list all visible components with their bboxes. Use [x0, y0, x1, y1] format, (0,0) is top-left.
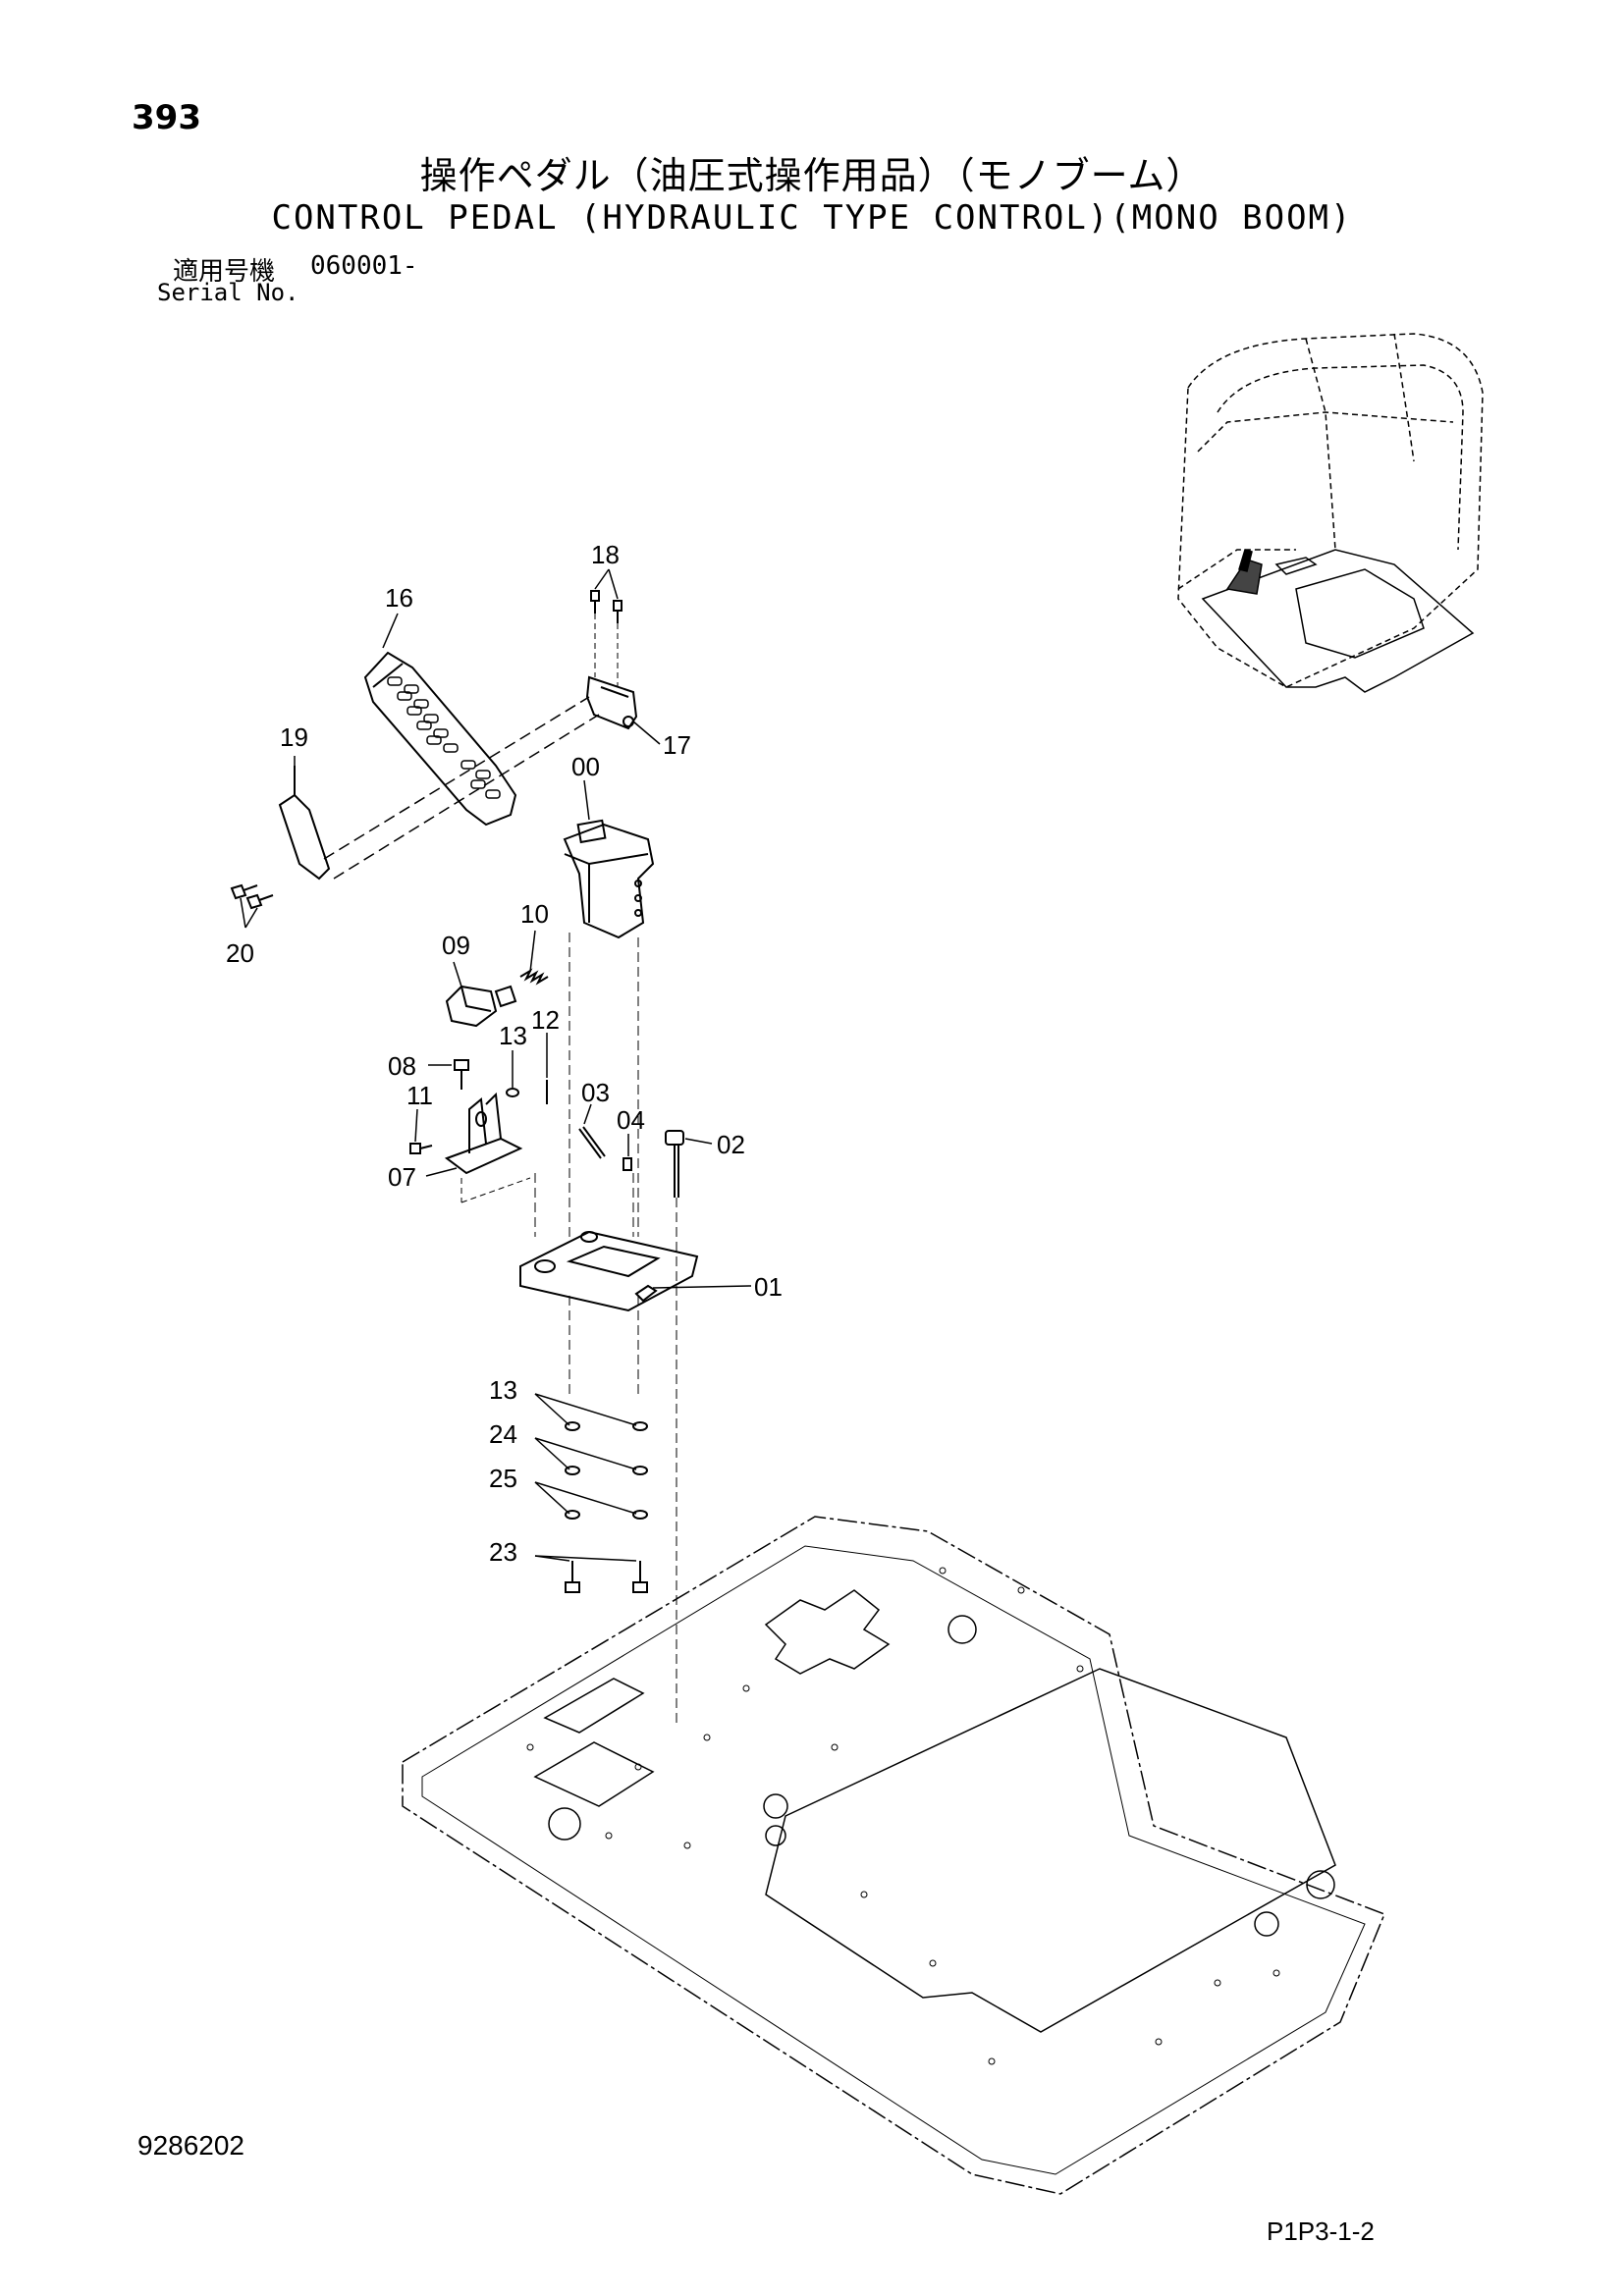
part-19-bracket [278, 766, 331, 881]
part-04-nut [623, 1157, 632, 1171]
title-english: CONTROL PEDAL (HYDRAULIC TYPE CONTROL)(M… [271, 198, 1353, 238]
serial-label-english: Serial No. [157, 279, 299, 306]
part-01-base-plate [519, 1230, 699, 1312]
label-part-07: 07 [388, 1162, 416, 1192]
label-part-18: 18 [591, 540, 620, 569]
part-17-bracket [585, 675, 638, 730]
page-number: 393 [132, 98, 201, 137]
label-part-04: 04 [617, 1105, 645, 1135]
label-part-03: 03 [581, 1078, 610, 1107]
label-part-20: 20 [226, 938, 254, 968]
cab-inset-illustration [1177, 333, 1484, 688]
label-part-02: 02 [717, 1130, 745, 1159]
part-10-spring [519, 968, 549, 986]
part-03-rod [578, 1126, 606, 1159]
page-code: P1P3-1-2 [1267, 2216, 1375, 2246]
cab-inset-floor [1201, 549, 1475, 693]
serial-value: 060001- [310, 251, 418, 281]
document-number: 9286202 [137, 2130, 245, 2161]
part-16-pedal [363, 651, 517, 827]
part-18-bolts [590, 590, 623, 687]
label-part-25: 25 [489, 1464, 517, 1493]
part-02-bolt [665, 1130, 684, 1198]
part-07-support [444, 1092, 531, 1203]
fastener-stack [565, 1421, 648, 1593]
part-00-pilot-valve [563, 819, 655, 939]
label-part-10: 10 [520, 899, 549, 929]
part-08-bolt [454, 1059, 469, 1090]
part-09-arm [445, 985, 517, 1028]
assembly-guide-lines [534, 933, 677, 1728]
label-part-08: 08 [388, 1051, 416, 1081]
leader-lines [240, 568, 752, 1562]
label-part-01: 01 [754, 1272, 783, 1302]
label-part-17: 17 [663, 730, 691, 760]
cab-floor-plate [402, 1516, 1385, 2195]
pedal-axle [323, 696, 600, 880]
label-part-00: 00 [571, 752, 600, 781]
label-part-19: 19 [280, 722, 308, 752]
serial-label-japanese: 適用号機 [173, 257, 276, 287]
part-13-washer-top [506, 1088, 519, 1097]
label-part-09: 09 [442, 931, 470, 960]
label-part-13-bottom: 13 [489, 1375, 517, 1405]
part-20-bolts [230, 883, 274, 910]
label-part-24: 24 [489, 1419, 517, 1449]
title-japanese: 操作ペダル（油圧式操作用品）（モノブーム） [419, 154, 1205, 197]
label-part-11: 11 [406, 1081, 433, 1110]
label-part-12: 12 [531, 1005, 560, 1035]
label-part-16: 16 [385, 583, 413, 613]
part-11-bolt [409, 1143, 433, 1154]
label-part-13-top: 13 [499, 1021, 527, 1050]
label-part-23: 23 [489, 1537, 517, 1567]
